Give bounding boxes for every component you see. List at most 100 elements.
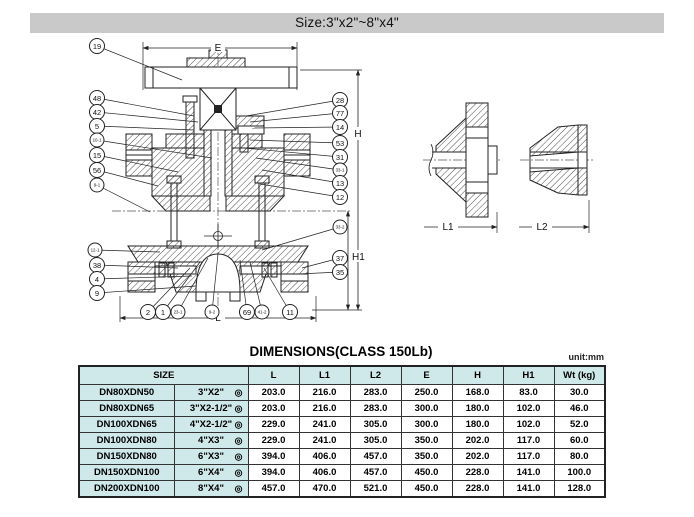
callout-11: 11 bbox=[263, 267, 298, 320]
value-cell: 216.0 bbox=[298, 384, 351, 401]
callout-number: 23-1 bbox=[174, 310, 183, 315]
value-cell: 241.0 bbox=[298, 416, 351, 433]
target-mark-icon: ◎ bbox=[234, 466, 243, 477]
callout-5: 5 bbox=[89, 118, 195, 134]
value-cell: 229.0 bbox=[247, 416, 300, 433]
size-dn-cell: DN150XDN80 bbox=[78, 448, 175, 465]
callout-number: 28 bbox=[336, 96, 344, 105]
value-cell: 60.0 bbox=[553, 432, 606, 449]
callout-number: 9 bbox=[95, 289, 99, 298]
size-inch-cell: 6"X3" ◎ bbox=[173, 448, 249, 465]
callout-number: 9-1 bbox=[94, 183, 101, 188]
value-cell: 202.0 bbox=[451, 448, 504, 465]
callout-number: 53 bbox=[336, 139, 344, 148]
callout-number: 12 bbox=[336, 193, 344, 202]
callout-number: 69 bbox=[243, 308, 251, 317]
value-cell: 141.0 bbox=[502, 464, 555, 481]
value-cell: 141.0 bbox=[502, 480, 555, 498]
target-mark-icon: ◎ bbox=[234, 418, 243, 429]
dim-label-H1: H1 bbox=[352, 252, 365, 263]
value-cell: 83.0 bbox=[502, 384, 555, 401]
target-mark-icon: ◎ bbox=[234, 450, 243, 461]
value-cell: 203.0 bbox=[247, 384, 300, 401]
callout-2: 2 bbox=[140, 267, 191, 320]
callout-38: 38 bbox=[89, 257, 179, 273]
callout-number: 9-2 bbox=[209, 310, 216, 315]
value-cell: 117.0 bbox=[502, 448, 555, 465]
callout-number: 31 bbox=[336, 153, 344, 162]
value-cell: 117.0 bbox=[502, 432, 555, 449]
callout-number: 56 bbox=[93, 166, 101, 175]
ball-center-mark bbox=[204, 224, 232, 248]
value-cell: 394.0 bbox=[247, 448, 300, 465]
value-cell: 406.0 bbox=[298, 464, 351, 481]
callout-12-1: 12-1 bbox=[87, 242, 161, 258]
dimension-L2: L2 bbox=[519, 200, 590, 233]
value-cell: 350.0 bbox=[400, 432, 453, 449]
value-cell: 228.0 bbox=[451, 480, 504, 498]
upper-body bbox=[125, 133, 311, 212]
size-title-bar: Size:3"x2"~8"x4" bbox=[30, 13, 664, 33]
size-dn-cell: DN150XDN100 bbox=[78, 464, 175, 481]
callout-48: 48 bbox=[89, 90, 195, 117]
callout-number: 10-1 bbox=[93, 138, 102, 143]
dimension-H1: H1 bbox=[345, 210, 369, 311]
callout-number: 33-2 bbox=[336, 225, 345, 230]
value-cell: 30.0 bbox=[553, 384, 606, 401]
callout-12: 12 bbox=[259, 183, 348, 205]
inch-label: 6"X3" bbox=[198, 451, 224, 462]
value-cell: 450.0 bbox=[400, 480, 453, 498]
value-cell: 228.0 bbox=[451, 464, 504, 481]
column-header: H1 bbox=[502, 365, 555, 385]
dimension-L1: L1 bbox=[424, 212, 498, 233]
callout-number: 41-2 bbox=[258, 310, 267, 315]
column-header: L1 bbox=[298, 365, 351, 385]
callout-number: 12-1 bbox=[91, 248, 100, 253]
value-cell: 521.0 bbox=[349, 480, 402, 498]
value-cell: 394.0 bbox=[247, 464, 300, 481]
callout-41-2: 41-2 bbox=[249, 261, 270, 320]
size-inch-cell: 8"X4"◎ bbox=[173, 480, 249, 498]
target-mark-icon: ◎ bbox=[234, 386, 243, 397]
callout-19: 19 bbox=[89, 38, 183, 81]
size-dn-cell: DN100XDN80 bbox=[78, 432, 175, 449]
callout-33-2: 33-2 bbox=[261, 219, 348, 251]
callout-53: 53 bbox=[249, 135, 348, 151]
value-cell: 229.0 bbox=[247, 432, 300, 449]
size-dn-cell: DN80XDN50 bbox=[78, 384, 175, 401]
callout-28: 28 bbox=[245, 92, 348, 117]
dim-label-L2: L2 bbox=[536, 222, 548, 233]
callout-15: 15 bbox=[89, 147, 179, 173]
dim-label-L1: L1 bbox=[442, 222, 454, 233]
value-cell: 300.0 bbox=[400, 400, 453, 417]
callout-9-2: 9-2 bbox=[204, 253, 220, 320]
dimension-E: E bbox=[142, 41, 298, 90]
value-cell: 300.0 bbox=[400, 416, 453, 433]
value-cell: 46.0 bbox=[553, 400, 606, 417]
value-cell: 241.0 bbox=[298, 432, 351, 449]
value-cell: 180.0 bbox=[451, 416, 504, 433]
value-cell: 457.0 bbox=[349, 448, 402, 465]
value-cell: 102.0 bbox=[502, 416, 555, 433]
inch-label: 3"X2" bbox=[198, 387, 224, 398]
callout-number: 19 bbox=[93, 42, 101, 51]
ball bbox=[195, 253, 241, 293]
value-cell: 80.0 bbox=[553, 448, 606, 465]
dim-label-E: E bbox=[215, 43, 222, 54]
value-cell: 128.0 bbox=[553, 480, 606, 498]
value-cell: 450.0 bbox=[400, 464, 453, 481]
value-cell: 52.0 bbox=[553, 416, 606, 433]
flange-view-l2: L2 bbox=[519, 124, 595, 233]
callout-1: 1 bbox=[155, 261, 201, 320]
callout-69: 69 bbox=[239, 259, 255, 320]
size-inch-cell: 4"X2-1/2"◎ bbox=[173, 416, 249, 433]
callout-number: 2 bbox=[146, 308, 150, 317]
table-title: DIMENSIONS(CLASS 150Lb) bbox=[249, 344, 433, 359]
callout-9: 9 bbox=[89, 285, 197, 301]
callout-number: 11 bbox=[286, 308, 294, 317]
